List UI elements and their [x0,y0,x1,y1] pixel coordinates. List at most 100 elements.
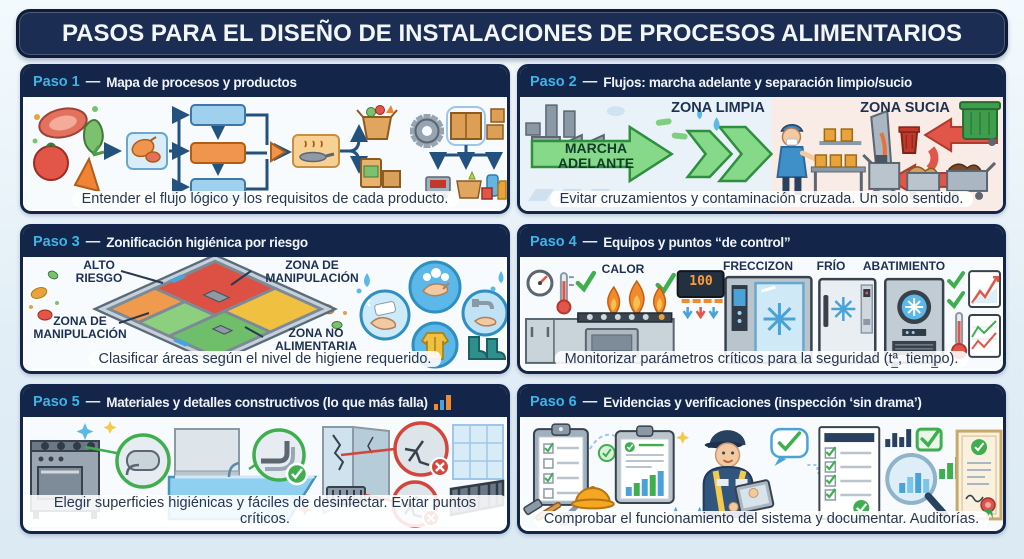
paso6-caption: Comprobar el funcionamiento del sistema … [533,511,990,527]
time-chart-callout [968,314,1002,358]
hard-hat-icon [570,485,615,510]
branching-arrows [429,145,503,170]
freccizon-label: FRECCIZON [723,259,793,273]
green-check-box [915,427,943,452]
paso6-body: Comprobar el funcionamiento del sistema … [520,417,1003,531]
paso5-caption: Elegir superficies higiénicas y fáciles … [23,495,507,527]
panel-paso3: Paso 3 — Zonificación higiénica por ries… [20,224,510,374]
cooking-pan-icon [292,134,340,168]
panel-paso4-header: Paso 4 — Equipos y puntos “de control” [520,227,1003,257]
magnifier-over-chart-icon [885,453,949,519]
panel-paso1-header: Paso 1 — Mapa de procesos y productos [23,67,507,97]
paso3-caption-wrap: Clasificar áreas según el nivel de higie… [23,350,507,368]
verification-checklist-doc [818,426,881,520]
paso6-separator: — [582,394,598,410]
paso4-caption: Monitorizar parámetros críticos para la … [554,351,969,367]
mini-navy-bars [885,429,912,448]
check-icon [947,271,966,290]
panel-paso6-header: Paso 6 — Evidencias y verificaciones (in… [520,387,1003,417]
panel-paso4: Paso 4 — Equipos y puntos “de control” [517,224,1006,374]
water-drop-icons [697,107,720,132]
paso5-caption-wrap: Elegir superficies higiénicas y fáciles … [23,495,507,528]
paso1-caption: Entender el flujo lógico y los requisito… [71,191,459,207]
paso5-body: Elegir superficies higiénicas y fáciles … [23,417,507,531]
paso2-caption: Evitar cruzamientos y contaminación cruz… [549,191,974,207]
gear-icon [410,114,444,148]
paso6-step-label: Paso 6 [530,394,577,410]
checklist-clipboard-1 [532,423,589,506]
zona-sucia-label: ZONA SUCIA [860,100,950,116]
check-icon [575,270,597,293]
paso4-step-label: Paso 4 [530,234,577,250]
paso2-illustration [520,97,1003,211]
panel-paso1: Paso 1 — Mapa de procesos y productos [20,64,510,214]
paso2-separator: — [582,74,598,90]
flame-icons [607,279,667,314]
fridge [818,277,877,365]
play-arrow-icon [270,141,287,163]
check-bubble-small [597,444,616,463]
rounded-edge-detail-ok [115,433,171,489]
panel-paso5: Paso 5 — Materiales y detalles construct… [20,384,510,534]
paso2-caption-wrap: Evitar cruzamientos y contaminación cruz… [520,190,1003,208]
paso4-separator: — [582,234,598,250]
paso1-caption-wrap: Entender el flujo lógico y los requisito… [23,190,507,208]
panel-paso5-header: Paso 5 — Materiales y detalles construct… [23,387,507,417]
paso1-illustration [32,104,507,200]
temperature-chart-callout [968,270,1002,309]
packaged-product-icon [360,158,401,188]
paso6-caption-wrap: Comprobar el funcionamiento del sistema … [520,510,1003,528]
snowflake-icon [831,297,856,321]
temperature-display [676,270,725,304]
process-step-box [190,104,246,126]
worker-icon [776,124,818,195]
snowflake-icon [763,303,796,335]
boots-icon [468,336,507,360]
crack-detail-bad-1 [393,421,450,477]
paso6-title: Evidencias y verificaciones (inspección … [603,394,922,410]
paso3-separator: — [85,234,101,250]
page-title: PASOS PARA EL DISEÑO DE INSTALACIONES DE… [61,19,963,47]
panel-paso2-header: Paso 2 — Flujos: marcha adelante y separ… [520,67,1003,97]
green-dumpster-icon [959,101,1002,147]
paso3-caption: Clasificar áreas según el nivel de higie… [88,351,442,367]
frio-label: FRÍO [816,259,846,273]
paso4-caption-wrap: Monitorizar parámetros críticos para la … [520,350,1003,368]
paso1-title: Mapa de procesos y productos [106,74,297,90]
paso1-separator: — [85,74,101,90]
paso1-body: Entender el flujo lógico y los requisito… [23,97,507,211]
paso2-step-label: Paso 2 [530,74,577,90]
carton-box-icon [450,108,505,140]
thermometer-icon [556,272,574,315]
green-dash-icons [655,118,688,140]
tap-handwash-icon [461,289,507,337]
handwash-soap-icon [359,289,411,341]
paso3-body: ALTO RIESGO ZONA DE MANIPULACIÓN ZONA DE… [23,257,507,371]
panel-paso2: Paso 2 — Flujos: marcha adelante y separ… [517,64,1006,214]
zona-manipulacion-top-label: ZONA DE MANIPULACIÓN [265,258,359,285]
defect-leader-line [340,447,396,457]
red-trash-bin-icon [898,126,920,154]
flow-connectors [169,106,368,196]
mini-bar-chart-icon [433,394,451,410]
paso6-illustration [523,423,1003,527]
snowflake-icon [905,298,924,316]
temperature-display-value: 100 [689,274,713,289]
isometric-floor-plan [91,257,339,365]
raw-ingredients-icon [32,106,112,200]
paso4-body: CALOR FRECCIZON FRÍO ABATIMIENTO 100 Mon… [520,257,1003,371]
zona-no-alimentaria-label: ZONA NO ALIMENTARIA [275,326,357,353]
report-clipboard-2 [614,425,675,504]
paso5-step-label: Paso 5 [33,394,80,410]
panel-paso3-header: Paso 3 — Zonificación higiénica por ries… [23,227,507,257]
check-icon [947,291,966,310]
certificate-icon [955,429,1003,521]
gauge-icon [526,269,554,297]
check-speech-bubble [770,427,809,467]
paso1-step-label: Paso 1 [33,74,80,90]
marcha-adelante-label: MARCHA ADELANTE [557,140,635,172]
label-connector-lines [118,270,264,338]
alto-riesgo-label: ALTO RIESGO [75,258,123,285]
coved-corner-detail-ok [252,428,309,486]
process-step-box [190,142,246,164]
